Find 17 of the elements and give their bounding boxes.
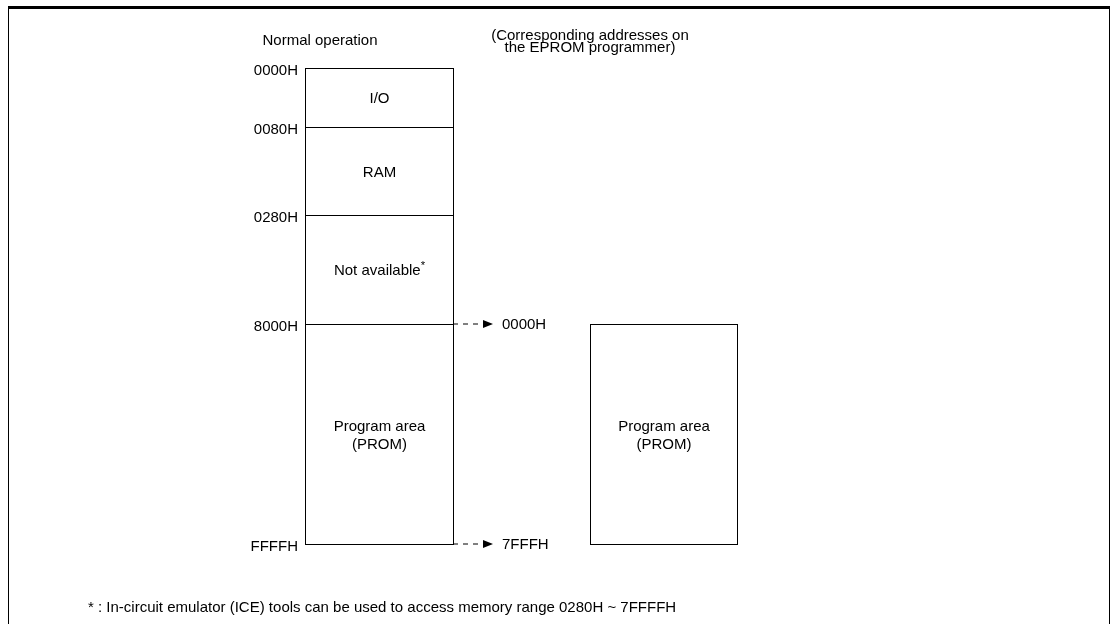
address-label: FFFFH xyxy=(249,536,298,556)
column-heading: Normal operation xyxy=(261,30,379,50)
dashed-arrow xyxy=(452,320,494,328)
memory-region: Not available$^{*}$ xyxy=(305,215,454,325)
address-label: 0280H xyxy=(252,207,298,227)
column-heading: (Corresponding addresses on the EPROM programmer) xyxy=(490,29,690,53)
address-label: 0000H xyxy=(494,316,555,333)
address-label: 0000H xyxy=(252,60,298,80)
address-label: 8000H xyxy=(252,316,298,336)
address-label: 0080H xyxy=(252,119,298,139)
memory-region: Program area (PROM) xyxy=(590,324,738,545)
footnote: * : In-circuit emulator (ICE) tools can be used to access memory range 0280H ~ 7FFFFH xyxy=(88,597,678,617)
address-label: 7FFFH xyxy=(494,536,557,553)
memory-region: Program area (PROM) xyxy=(305,324,454,545)
memory-region: RAM xyxy=(305,127,454,216)
memory-region: I/O xyxy=(305,68,454,128)
dashed-arrow xyxy=(452,540,494,548)
